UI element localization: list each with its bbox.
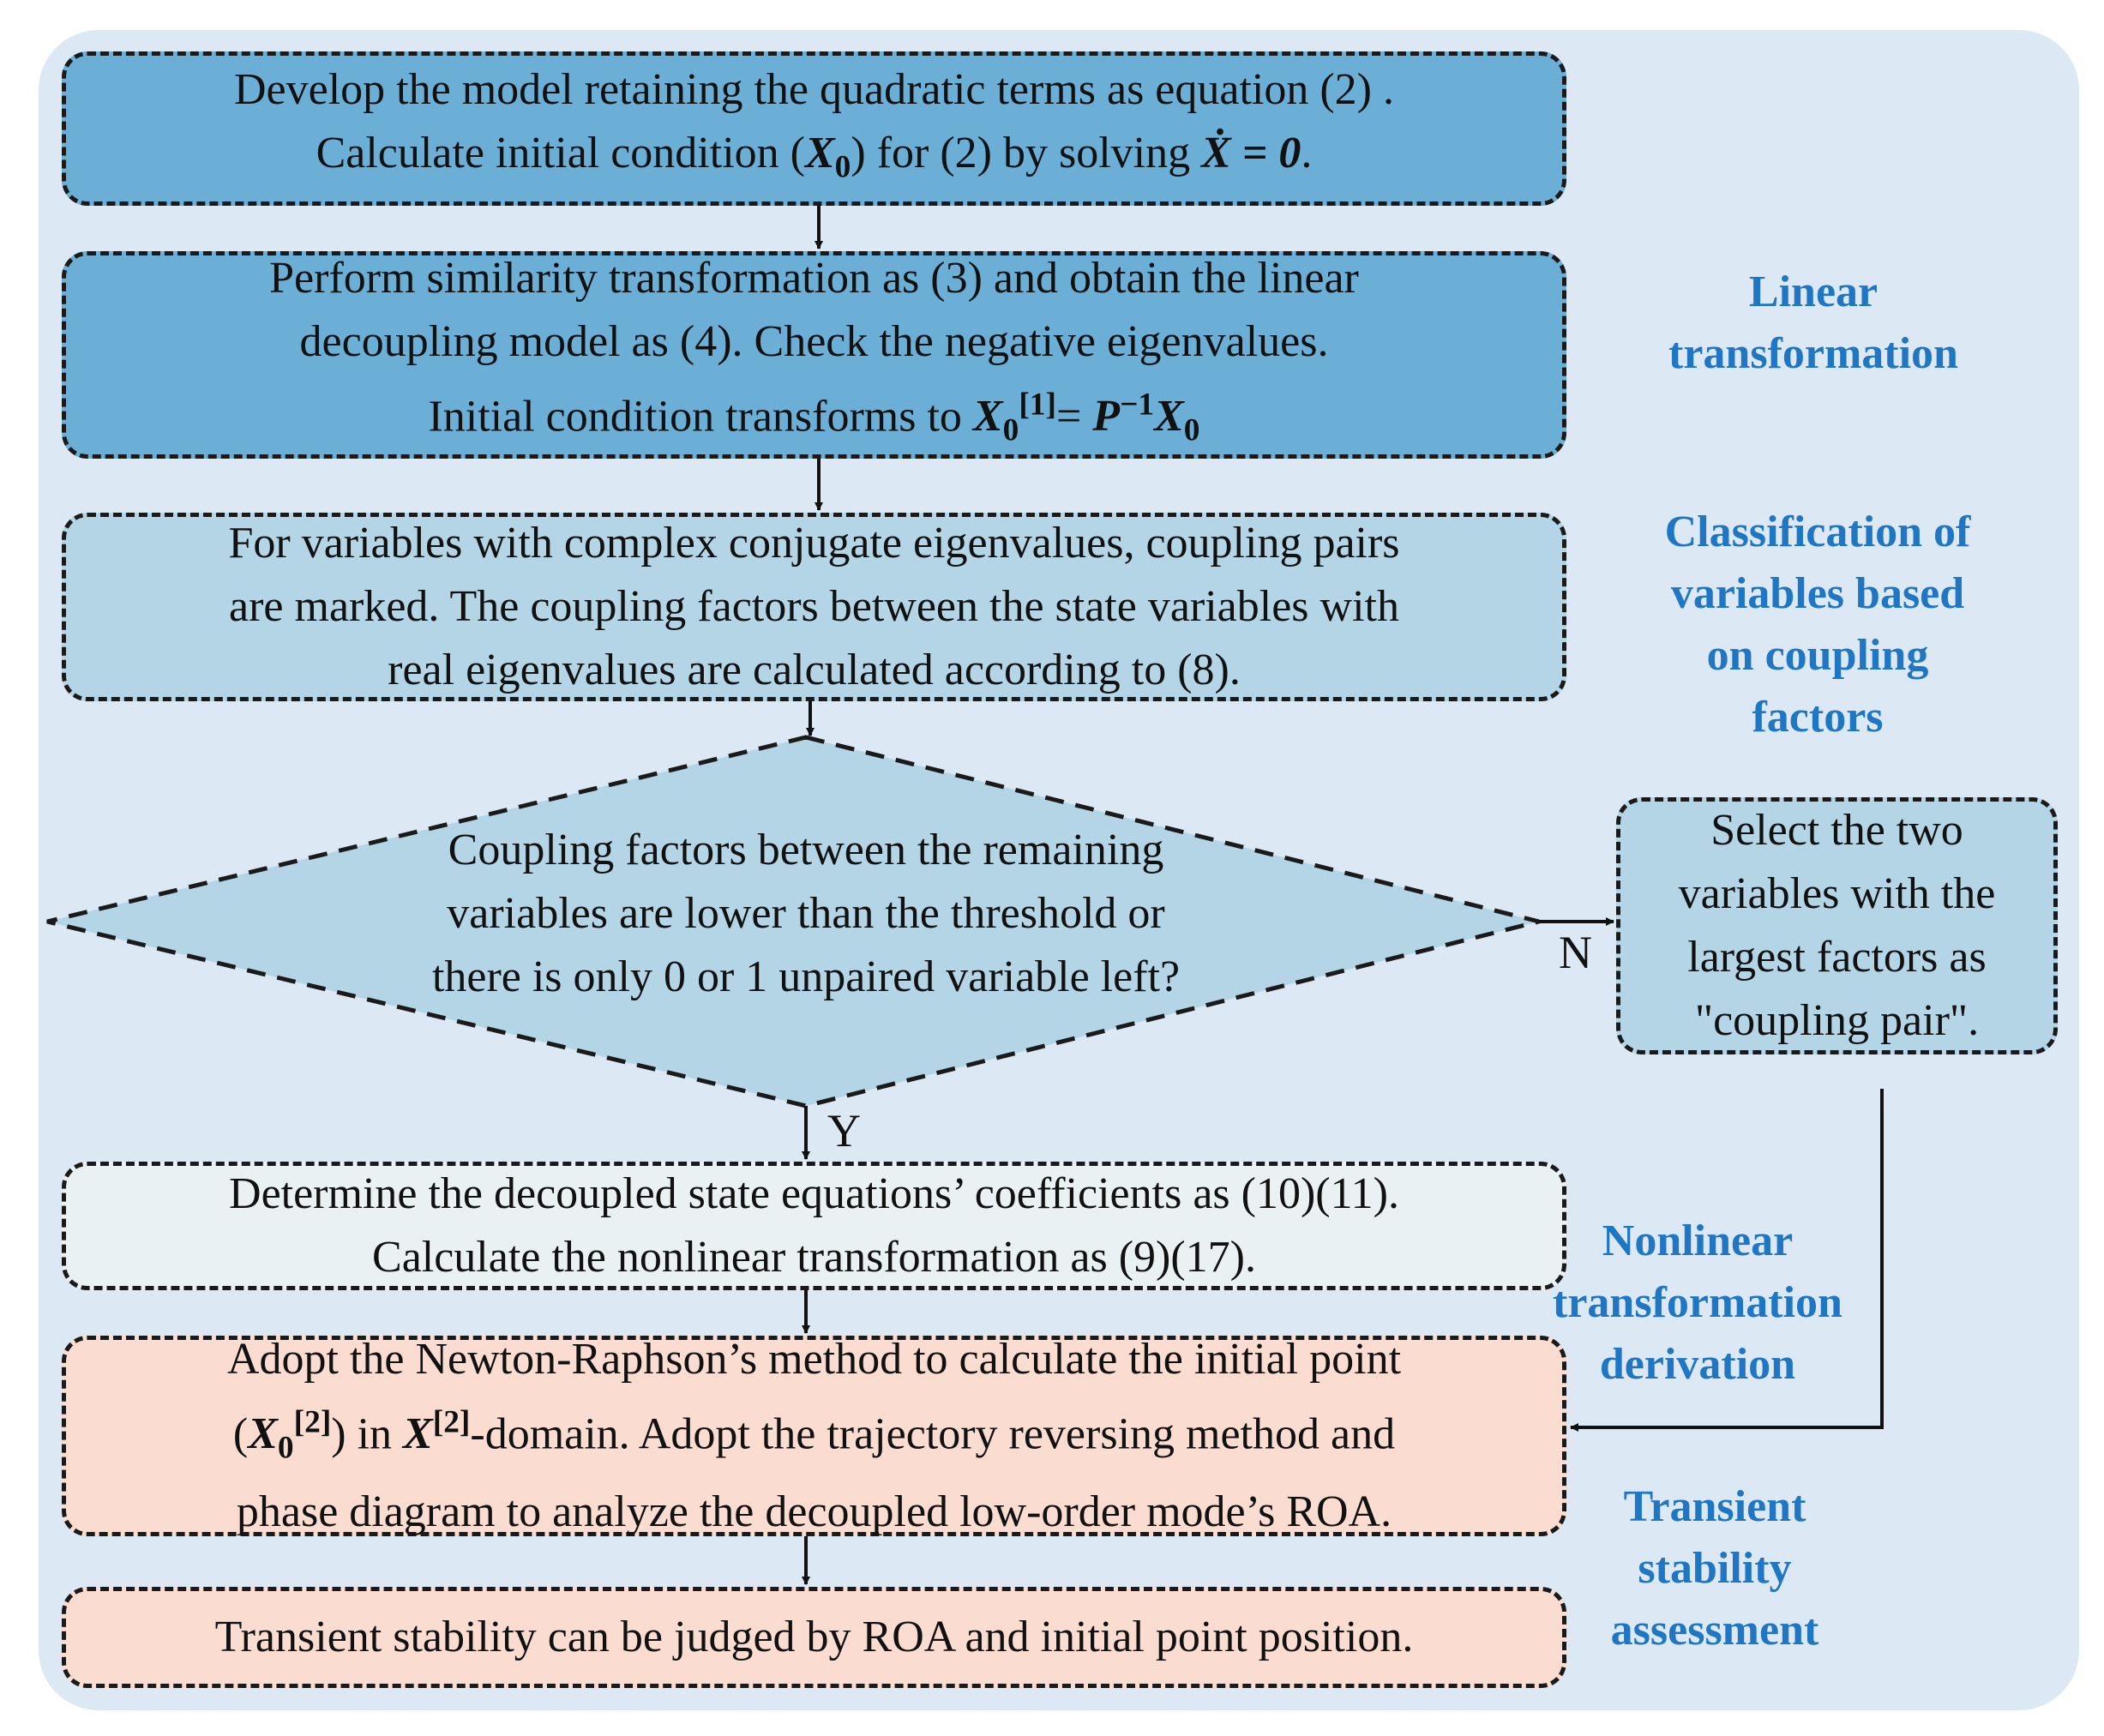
step-decoupled-equations: Determine the decoupled state equations’… <box>62 1162 1566 1290</box>
math-x0-1: X0[1] <box>972 387 1056 448</box>
math-xdot-equation: Ẋ = 0 <box>1201 128 1301 177</box>
math-subscript: 0 <box>1183 412 1200 448</box>
step-text-line: Transient stability can be judged by ROA… <box>214 1613 1414 1661</box>
step-develop-model: Develop the model retaining the quadrati… <box>62 51 1566 206</box>
step-newton-raphson: Adopt the Newton-Raphson’s method to cal… <box>62 1335 1566 1536</box>
step-text-line: Initial condition transforms to X0[1]= P… <box>428 374 1199 463</box>
stage-label-line: assessment <box>1610 1606 1819 1655</box>
math-x0-2: X0[2] <box>248 1405 331 1466</box>
stage-label-line: Nonlinear <box>1602 1216 1794 1265</box>
math-subscript: 0 <box>1002 412 1019 448</box>
math-superscript: [1] <box>1019 387 1056 423</box>
decision-text-line: variables are lower than the threshold o… <box>447 889 1165 938</box>
stage-label-line: Linear <box>1748 267 1879 316</box>
stage-label-classification: Classification of variables based on cou… <box>1595 502 2041 748</box>
math-x0: X0 <box>804 128 851 184</box>
arrow-select-to-newton <box>1570 1089 1884 1432</box>
step-select-coupling-pair: Select the two variables with the larges… <box>1616 797 2058 1054</box>
stage-label-line: stability <box>1638 1544 1792 1593</box>
step-text-line: Adopt the Newton-Raphson’s method to cal… <box>226 1335 1402 1385</box>
math-subscript: 0 <box>834 149 851 185</box>
step-text-line: "coupling pair". <box>1694 996 1980 1045</box>
step-text-line: (X0[2]) in X[2]-domain. Adopt the trajec… <box>233 1391 1395 1481</box>
step-text-line: Determine the decoupled state equations’… <box>229 1169 1399 1218</box>
decision-text-line: Coupling factors between the remaining <box>448 826 1164 874</box>
stage-label-nonlinear: Nonlinear transformation derivation <box>1483 1210 1912 1396</box>
text-fragment: ) for (2) by solving <box>851 128 1202 177</box>
step-text-line: real eigenvalues are calculated accordin… <box>388 646 1241 694</box>
stage-label-line: derivation <box>1599 1340 1796 1389</box>
decision-diamond-shape <box>46 735 1540 1108</box>
math-superscript: −1 <box>1120 387 1155 423</box>
edge-label-yes: Y <box>827 1105 861 1156</box>
math-symbol: X <box>403 1409 433 1459</box>
math-p-inverse: P−1 <box>1092 387 1154 442</box>
edge-label-no: N <box>1559 927 1592 978</box>
math-superscript: [2] <box>293 1405 332 1441</box>
text-fragment: -domain. Adopt the trajectory reversing … <box>470 1409 1396 1459</box>
step-text-line: Perform similarity transformation as (3)… <box>269 254 1359 303</box>
stage-label-line: variables based <box>1670 569 1965 618</box>
step-text-line: Develop the model retaining the quadrati… <box>234 64 1394 114</box>
step-text-line: are marked. The coupling factors between… <box>229 582 1399 631</box>
step-text-line: largest factors as <box>1687 933 1987 982</box>
text-fragment: ) in <box>331 1409 404 1459</box>
math-subscript: 0 <box>277 1430 294 1466</box>
math-symbol: P <box>1092 392 1121 442</box>
step-text-line: For variables with complex conjugate eig… <box>228 519 1400 568</box>
stage-label-line: transformation <box>1553 1278 1843 1327</box>
step-text-line: phase diagram to analyze the decoupled l… <box>236 1487 1392 1536</box>
text-fragment: . <box>1301 128 1313 177</box>
step-text-line: Calculate initial condition (X0) for (2)… <box>316 122 1313 199</box>
text-fragment: Initial condition transforms to <box>428 392 973 442</box>
text-fragment: ( <box>232 1409 249 1459</box>
step-text-line: decoupling model as (4). Check the negat… <box>299 317 1329 367</box>
step-coupling-factors: For variables with complex conjugate eig… <box>62 513 1566 701</box>
stage-label-line: Classification of <box>1664 508 1971 556</box>
step-transient-stability: Transient stability can be judged by ROA… <box>62 1587 1566 1688</box>
step-text-line: variables with the <box>1678 869 1996 918</box>
math-symbol: X <box>972 392 1003 442</box>
math-x0: X0 <box>1154 392 1199 448</box>
math-symbol: X <box>1154 392 1184 442</box>
math-symbol: X <box>804 128 835 177</box>
math-superscript: [2] <box>432 1405 471 1441</box>
stage-label-line: Transient <box>1623 1482 1806 1531</box>
step-text-line: Select the two <box>1710 806 1963 855</box>
decision-text: Coupling factors between the remaining v… <box>283 819 1329 1009</box>
decision-text-line: there is only 0 or 1 unpaired variable l… <box>431 952 1181 1001</box>
math-symbol: X <box>248 1409 278 1459</box>
math-x-2: X[2] <box>403 1405 470 1459</box>
text-fragment: Calculate initial condition ( <box>316 128 805 177</box>
stage-label-line: on coupling <box>1706 631 1929 680</box>
step-text-line: Calculate the nonlinear transformation a… <box>372 1233 1256 1282</box>
stage-label-linear: Linear transformation <box>1590 261 2036 385</box>
stage-label-line: factors <box>1752 693 1884 742</box>
stage-label-stability: Transient stability assessment <box>1509 1476 1921 1661</box>
step-similarity-transform: Perform similarity transformation as (3)… <box>62 251 1566 459</box>
stage-label-line: transformation <box>1668 329 1958 378</box>
text-fragment: = <box>1055 392 1093 442</box>
